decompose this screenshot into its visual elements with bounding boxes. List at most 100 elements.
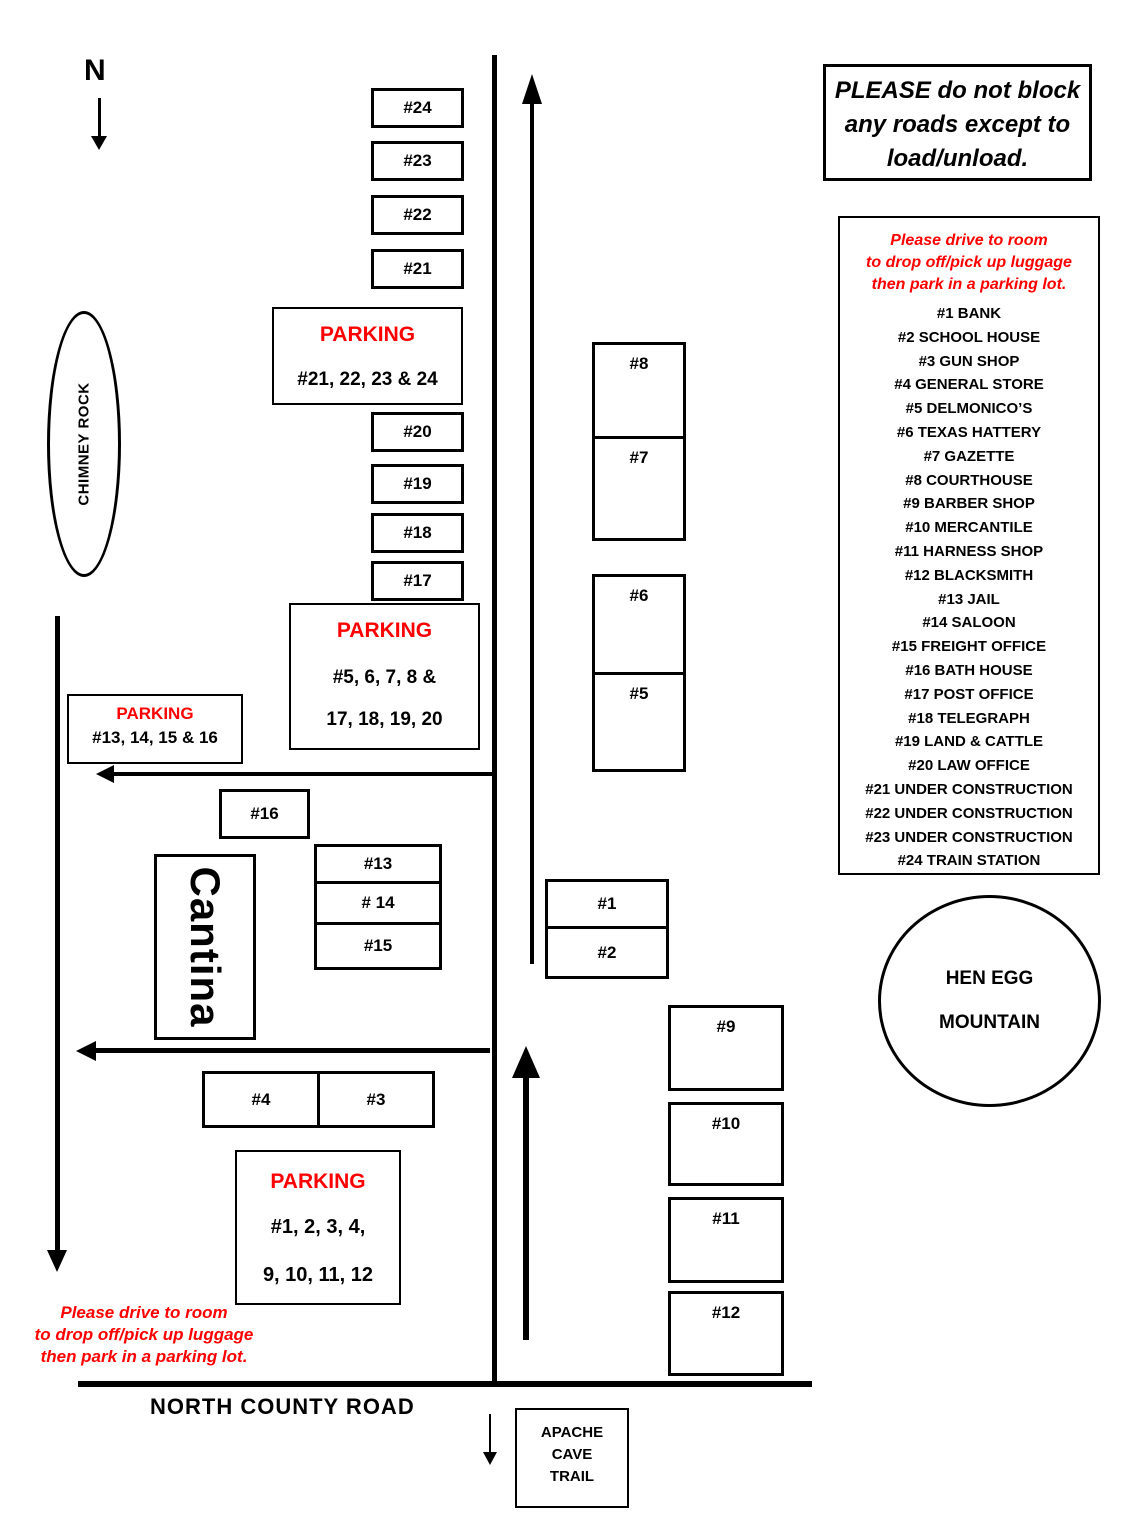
building-1: #1 [545, 879, 669, 929]
trail-arrow-line-icon [489, 1414, 491, 1454]
building-24: #24 [371, 88, 464, 128]
building-label: #2 [597, 942, 617, 962]
cantina-label: Cantina [182, 866, 229, 1028]
parking-lot-5-20: PARKING #5, 6, 7, 8 & 17, 18, 19, 20 [289, 603, 480, 750]
legend-entry: #19 LAND & CATTLE [894, 733, 1044, 751]
legend-entry: #17 POST OFFICE [904, 685, 1034, 703]
north-county-road-label: NORTH COUNTY ROAD [150, 1394, 415, 1419]
building-label: #8 [629, 354, 649, 373]
legend-entry: #3 GUN SHOP [918, 352, 1020, 370]
hen-egg-mountain: HEN EGG MOUNTAIN [878, 895, 1101, 1107]
building-10: #10 [668, 1102, 784, 1186]
parking-title: PARKING [319, 323, 416, 346]
building-22: #22 [371, 195, 464, 235]
left-arrowhead-icon [76, 1041, 96, 1061]
legend-entry: #5 DELMONICO’S [905, 400, 1033, 418]
main-road-line [492, 55, 497, 1383]
building-label: #23 [403, 151, 432, 170]
parking-spaces: #13, 14, 15 & 16 [92, 728, 218, 747]
building-label: #12 [711, 1303, 741, 1322]
building-label: # 14 [361, 893, 395, 912]
legend-note: Please drive to room to drop off/pick up… [840, 230, 1098, 296]
building-13: #13 [314, 844, 442, 884]
legend-entry: #24 TRAIN STATION [897, 852, 1041, 870]
parking-lot-21-24: PARKING #21, 22, 23 & 24 [272, 307, 463, 405]
building-label: #19 [403, 474, 432, 493]
building-8: #8 [592, 342, 686, 440]
legend-entry: #8 COURTHOUSE [905, 471, 1033, 489]
up-arrowhead-icon [522, 74, 542, 104]
do-not-block-notice: PLEASE do not block any roads except to … [823, 64, 1092, 181]
parking-spaces: #1, 2, 3, 4, [270, 1216, 366, 1238]
drop-off-note-bottom: Please drive to room to drop off/pick up… [18, 1302, 270, 1368]
cantina-building: Cantina [154, 854, 256, 1040]
parking-title: PARKING [270, 1170, 366, 1193]
note-line: Please drive to room [60, 1303, 228, 1322]
parking-spaces: #5, 6, 7, 8 & [332, 667, 437, 688]
legend-entry: #7 GAZETTE [923, 447, 1015, 465]
left-arrow-line-icon [94, 1048, 490, 1053]
legend-entry: #10 MERCANTILE [905, 519, 1033, 537]
legend-entry: #21 UNDER CONSTRUCTION [865, 780, 1073, 798]
building-legend: Please drive to room to drop off/pick up… [838, 216, 1100, 875]
building-11: #11 [668, 1197, 784, 1283]
hen-egg-mountain-label: HEN EGG MOUNTAIN [881, 898, 1098, 1104]
apache-cave-trail-sign: APACHE CAVE TRAIL [515, 1408, 629, 1508]
building-label: #17 [403, 571, 432, 590]
legend-entry: #9 BARBER SHOP [903, 495, 1035, 513]
notice-line: PLEASE do not block [834, 77, 1081, 104]
building-label: #6 [629, 586, 649, 605]
building-label: #4 [251, 1089, 271, 1109]
building-14: # 14 [314, 881, 442, 925]
building-label: #5 [629, 684, 649, 703]
left-arrowhead-icon [96, 765, 114, 783]
building-16: #16 [219, 789, 310, 839]
note-line: to drop off/pick up luggage [34, 1325, 254, 1344]
chimney-rock-label: CHIMNEY ROCK [75, 382, 93, 506]
legend-entry: #11 HARNESS SHOP [894, 542, 1044, 560]
parking-spaces: #21, 22, 23 & 24 [297, 369, 438, 390]
building-label: #22 [403, 205, 432, 224]
legend-entry: #20 LAW OFFICE [908, 757, 1030, 775]
up-arrowhead-icon [512, 1046, 540, 1078]
building-9: #9 [668, 1005, 784, 1091]
parking-title: PARKING [336, 619, 433, 642]
building-label: #13 [363, 854, 393, 873]
sign-line: TRAIL [549, 1468, 595, 1485]
building-19: #19 [371, 464, 464, 504]
building-3: #3 [317, 1071, 435, 1128]
up-arrow-line-icon [523, 1076, 529, 1340]
chimney-rock: CHIMNEY ROCK [47, 311, 121, 577]
note-line: then park in a parking lot. [871, 276, 1067, 293]
building-18: #18 [371, 513, 464, 553]
legend-entry: #23 UNDER CONSTRUCTION [865, 828, 1073, 846]
parking-lot-13-16: PARKING #13, 14, 15 & 16 [67, 694, 243, 764]
building-12: #12 [668, 1291, 784, 1376]
legend-entry: #2 SCHOOL HOUSE [897, 328, 1041, 346]
building-2: #2 [545, 926, 669, 979]
building-label: #1 [597, 894, 617, 913]
building-label: #15 [363, 936, 393, 955]
notice-line: load/unload. [886, 145, 1029, 172]
sign-line: CAVE [551, 1446, 593, 1463]
legend-entries: #1 BANK #2 SCHOOL HOUSE #3 GUN SHOP #4 G… [840, 302, 1098, 873]
label-line: HEN EGG [945, 968, 1034, 989]
down-arrowhead-icon [47, 1250, 67, 1272]
building-20: #20 [371, 412, 464, 452]
building-label: #10 [711, 1114, 741, 1133]
note-line: then park in a parking lot. [40, 1347, 248, 1366]
north-arrow-line-icon [98, 98, 101, 138]
down-arrow-line-icon [55, 616, 60, 1252]
building-6: #6 [592, 574, 686, 675]
building-17: #17 [371, 561, 464, 601]
north-arrowhead-icon [91, 136, 107, 150]
building-label: #24 [403, 98, 432, 117]
parking-title: PARKING [116, 704, 194, 723]
left-arrow-line-icon [112, 772, 493, 776]
note-line: Please drive to room [890, 232, 1048, 249]
legend-entry: #6 TEXAS HATTERY [896, 423, 1042, 441]
building-21: #21 [371, 249, 464, 289]
building-5: #5 [592, 672, 686, 772]
building-label: #20 [403, 422, 432, 441]
note-line: to drop off/pick up luggage [866, 254, 1072, 271]
